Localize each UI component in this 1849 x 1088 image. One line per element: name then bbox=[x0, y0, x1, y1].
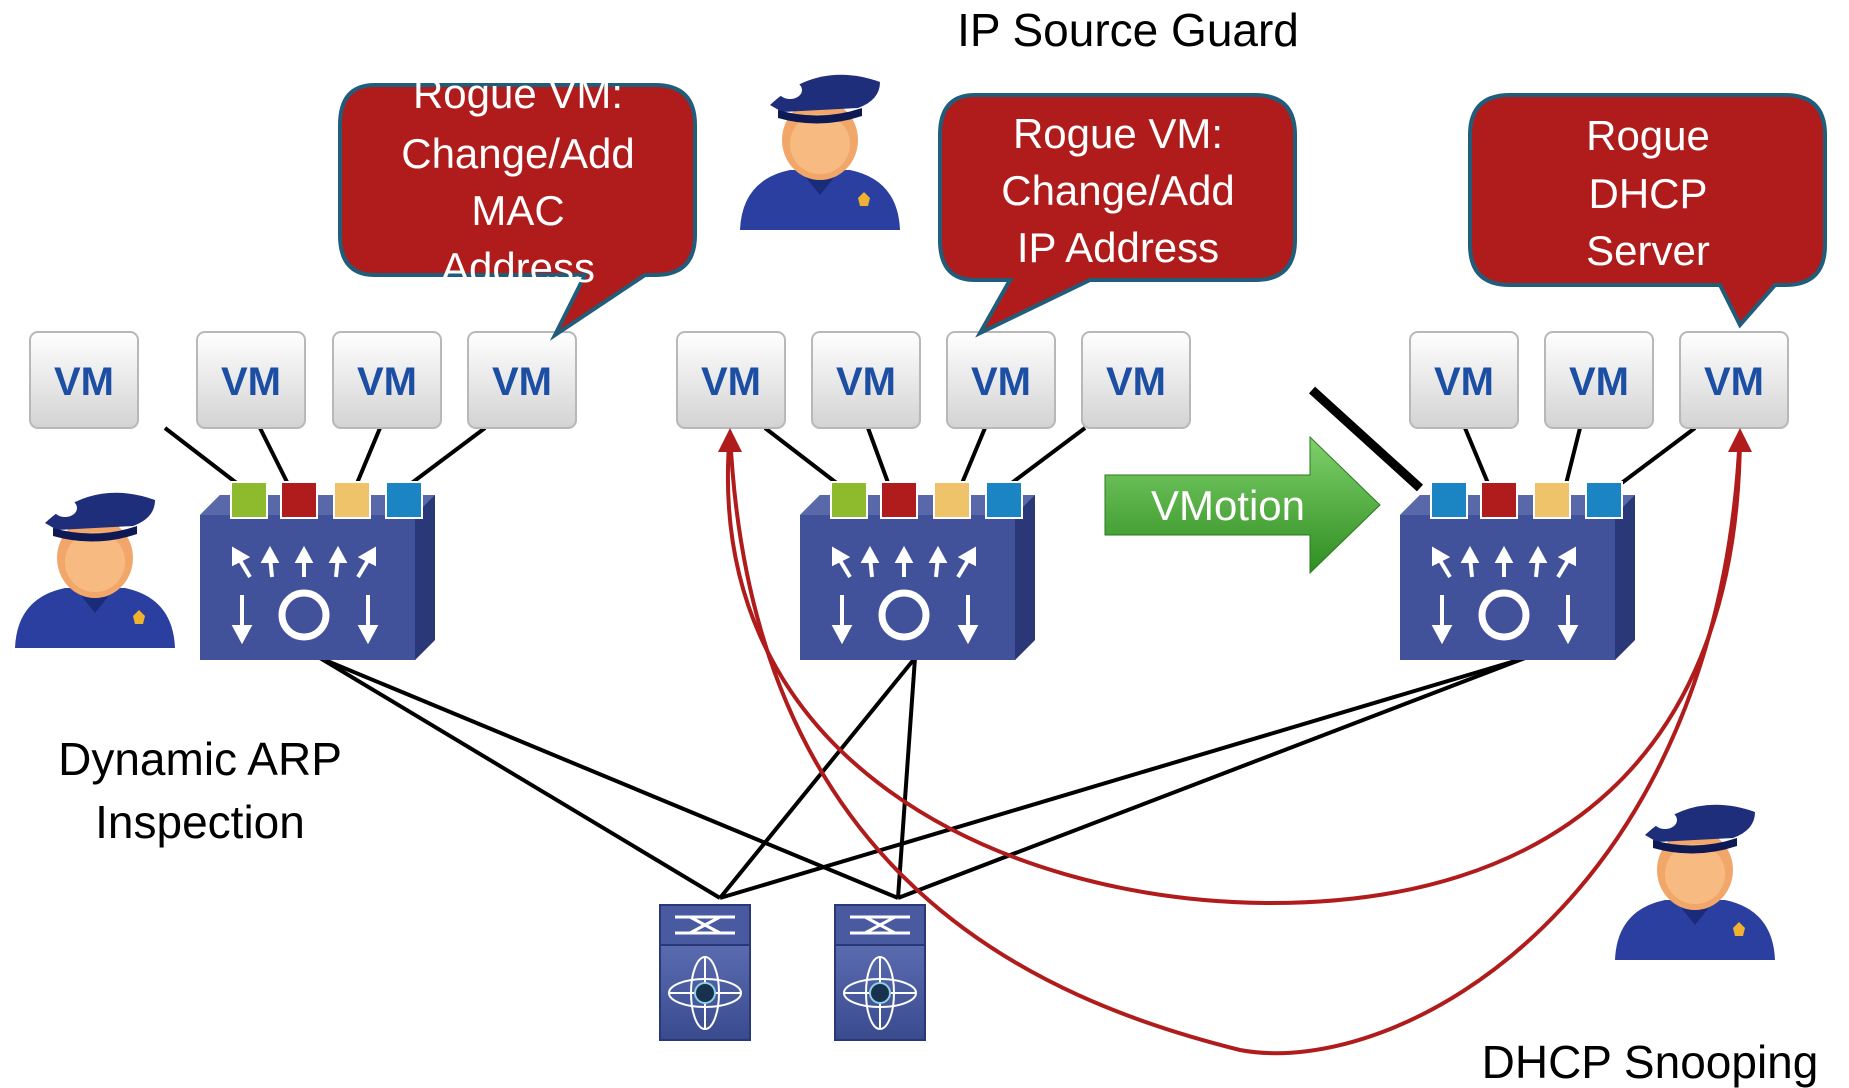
access-switch-middle[interactable] bbox=[800, 495, 1035, 660]
vm-port-lines bbox=[163, 426, 1697, 490]
vm-label: VM bbox=[1106, 360, 1166, 404]
vm-box[interactable]: VM bbox=[811, 331, 921, 429]
vmotion-label: VMotion bbox=[1151, 482, 1305, 529]
bubble-ip-line3: IP Address bbox=[1017, 224, 1219, 271]
access-switch-right[interactable] bbox=[1400, 495, 1635, 660]
vmotion-link bbox=[1308, 386, 1424, 492]
vm-label: VM bbox=[1569, 360, 1629, 404]
port-blue bbox=[1430, 481, 1468, 519]
port-red bbox=[280, 481, 318, 519]
ports-right bbox=[1430, 481, 1623, 519]
vm-label: VM bbox=[54, 360, 114, 404]
bubble-mac: Rogue VM: Change/Add MAC Address bbox=[338, 70, 697, 341]
bubble-ip-line1: Rogue VM: bbox=[1013, 110, 1223, 157]
vm-group: VM VM VM VM VM VM VM VM VM VM VM bbox=[29, 331, 1789, 429]
port-yellow bbox=[933, 481, 971, 519]
access-switch-left[interactable] bbox=[200, 495, 435, 660]
core-switch-1[interactable] bbox=[658, 903, 752, 1042]
bubble-dhcp-line2: DHCP bbox=[1588, 170, 1707, 217]
vmotion-arrow: VMotion bbox=[1104, 435, 1381, 575]
label-ip-source-guard: IP Source Guard bbox=[957, 4, 1299, 56]
vm-box[interactable]: VM bbox=[946, 331, 1056, 429]
vm-label: VM bbox=[836, 360, 896, 404]
label-dhcp-snooping: DHCP Snooping bbox=[1482, 1036, 1819, 1088]
vm-box[interactable]: VM bbox=[467, 331, 577, 429]
label-dynamic-arp-line2: Inspection bbox=[95, 796, 305, 848]
bubble-mac-line2: Change/Add bbox=[401, 130, 635, 177]
dhcp-arrowheads bbox=[718, 428, 1752, 452]
vm-label: VM bbox=[1434, 360, 1494, 404]
bubble-dhcp: Rogue DHCP Server bbox=[1468, 93, 1827, 329]
policeman-icon-ip-guard bbox=[740, 74, 900, 230]
vm-box[interactable]: VM bbox=[1081, 331, 1191, 429]
port-red bbox=[880, 481, 918, 519]
vm-label: VM bbox=[492, 360, 552, 404]
bubble-dhcp-line1: Rogue bbox=[1586, 112, 1710, 159]
bubble-mac-line1: Rogue VM: bbox=[413, 70, 623, 117]
port-yellow bbox=[1533, 481, 1571, 519]
vm-label: VM bbox=[701, 360, 761, 404]
bubble-mac-line3: MAC bbox=[471, 187, 564, 234]
uplink-lines bbox=[318, 656, 1526, 900]
port-green bbox=[230, 481, 268, 519]
port-yellow bbox=[333, 481, 371, 519]
label-dynamic-arp-line1: Dynamic ARP bbox=[58, 733, 342, 785]
vm-label: VM bbox=[1704, 360, 1764, 404]
vm-box[interactable]: VM bbox=[1544, 331, 1654, 429]
port-green bbox=[830, 481, 868, 519]
vm-box[interactable]: VM bbox=[29, 331, 139, 429]
vm-label: VM bbox=[221, 360, 281, 404]
bubble-mac-line4: Address bbox=[441, 244, 595, 291]
vm-label: VM bbox=[357, 360, 417, 404]
vm-box[interactable]: VM bbox=[196, 331, 306, 429]
vm-box[interactable]: VM bbox=[676, 331, 786, 429]
dhcp-paths bbox=[726, 431, 1742, 1056]
vm-box[interactable]: VM bbox=[332, 331, 442, 429]
port-blue bbox=[985, 481, 1023, 519]
vm-box[interactable]: VM bbox=[1679, 331, 1789, 429]
bubble-ip-line2: Change/Add bbox=[1001, 167, 1235, 214]
ports-middle bbox=[830, 481, 1023, 519]
port-blue bbox=[385, 481, 423, 519]
bubble-ip: Rogue VM: Change/Add IP Address bbox=[938, 93, 1297, 338]
vm-label: VM bbox=[971, 360, 1031, 404]
bubble-dhcp-line3: Server bbox=[1586, 227, 1710, 274]
port-red bbox=[1480, 481, 1518, 519]
policeman-icon-dhcp bbox=[1615, 804, 1775, 960]
core-switch-2[interactable] bbox=[833, 903, 927, 1042]
port-blue bbox=[1585, 481, 1623, 519]
vm-box[interactable]: VM bbox=[1409, 331, 1519, 429]
ports-left bbox=[230, 481, 423, 519]
policeman-icon-arp bbox=[15, 492, 175, 648]
